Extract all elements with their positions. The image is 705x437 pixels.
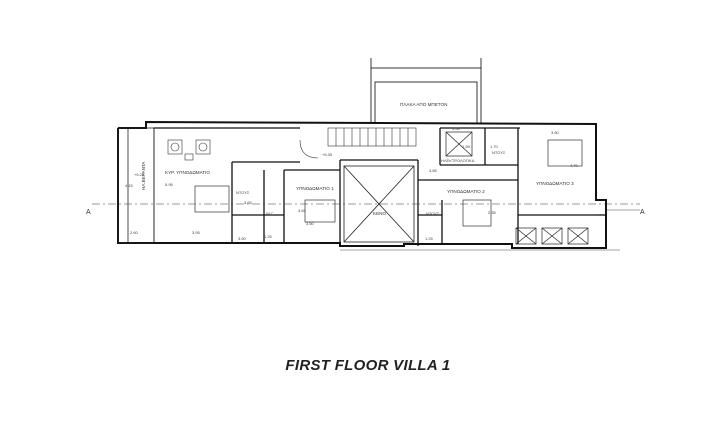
bedroom-1-label: ΥΠΝΟΔΩΜΑΤΙΟ 1 — [296, 186, 334, 191]
veranda-label: ΗΛ.ΒΕΡΑΝΤΑ — [141, 161, 146, 190]
dim-150: 1.50 — [452, 126, 461, 131]
laundry-label: ΗΛΕΚΤΡΟΛΟΓΙΚΑ — [441, 158, 475, 163]
dim-155: 1.55 — [462, 144, 471, 149]
bedroom-3-label: ΥΠΝΟΔΩΜΑΤΙΟ 3 — [536, 181, 574, 186]
master-bedroom-label: ΚΥΡ. ΥΠΝΟΔΩΜΑΤΙΟ — [165, 170, 210, 175]
veranda-area — [117, 127, 155, 244]
dim-125: 1.25 — [264, 234, 273, 239]
section-marker-left: A — [86, 209, 91, 216]
dim-470: 4.70 — [570, 163, 579, 168]
inner-walls — [154, 127, 606, 246]
dim-365a: 3.65 — [244, 200, 253, 205]
shower-2-label: ΝΤΟΥΣ — [426, 211, 440, 216]
furniture — [167, 139, 211, 161]
staircase — [299, 127, 417, 159]
dim-395: 3.95 — [192, 230, 201, 235]
level-stair: +5.35 — [322, 152, 333, 157]
beds — [194, 139, 583, 227]
bedroom-2-label: ΥΠΝΟΔΩΜΑΤΙΟ 2 — [447, 189, 485, 194]
dim-235: 2.35 — [488, 210, 497, 215]
dim-170: 1.70 — [490, 144, 499, 149]
site-lines — [340, 209, 640, 251]
concrete-slab-label: ΠΛΑΚΑ ΑΠΟ ΜΠΕΤΟΝ — [400, 102, 447, 107]
dim-260: 2.60 — [130, 230, 139, 235]
dim-350: 3.50 — [238, 236, 247, 241]
storage-boxes — [515, 227, 589, 245]
dim-365b: 3.65 — [298, 208, 307, 213]
dim-125b: 1.25 — [425, 236, 434, 241]
drawing-title: FIRST FLOOR VILLA 1 — [285, 357, 451, 374]
void-label: ΚΕΝΟ — [373, 211, 386, 216]
dim-380: 3.80 — [551, 130, 560, 135]
level-upper: +5.28 — [134, 172, 145, 177]
section-marker-right: A — [640, 209, 645, 216]
shower-3-label: ΝΤΟΥΣ — [492, 150, 506, 155]
dim-385: 3.85 — [429, 168, 438, 173]
dim-595: 5.95 — [165, 182, 174, 187]
wc-label: W.C. — [266, 211, 275, 216]
dim-350b: 3.50 — [306, 221, 315, 226]
shower-1-label: ΝΤΟΥΣ — [236, 190, 250, 195]
laundry-room — [445, 131, 473, 157]
dim-415: 4.15 — [125, 183, 134, 188]
